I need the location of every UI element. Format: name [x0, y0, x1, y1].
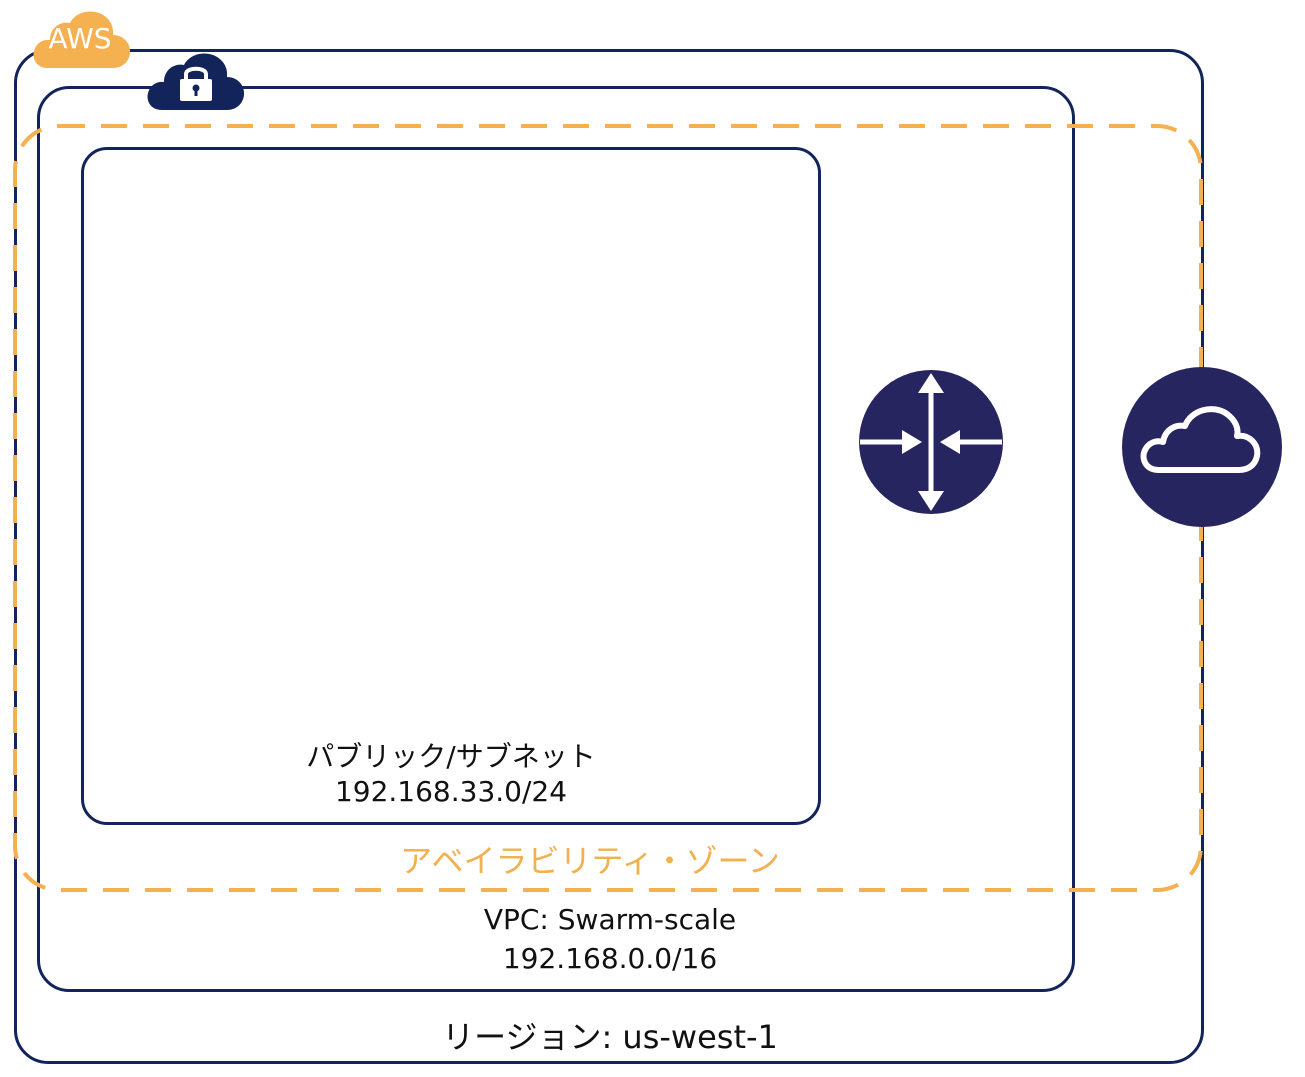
subnet-name-label: パブリック/サブネット [306, 740, 596, 773]
public-subnet-container [81, 147, 821, 825]
aws-cloud-icon [33, 11, 131, 68]
vpc-cidr-label: 192.168.0.0/16 [502, 942, 718, 975]
aws-logo-text: AWS [48, 22, 112, 55]
internet-gateway-cloud-icon [1122, 367, 1282, 527]
availability-zone-label: アベイラビリティ・ゾーン [400, 842, 780, 880]
router-icon [859, 370, 1003, 514]
vpc-name-label: VPC: Swarm-scale [483, 903, 737, 936]
subnet-cidr-label: 192.168.33.0/24 [334, 775, 568, 808]
vpc-lock-cloud-icon [147, 53, 245, 110]
region-label: リージョン: us-west-1 [442, 1018, 778, 1056]
